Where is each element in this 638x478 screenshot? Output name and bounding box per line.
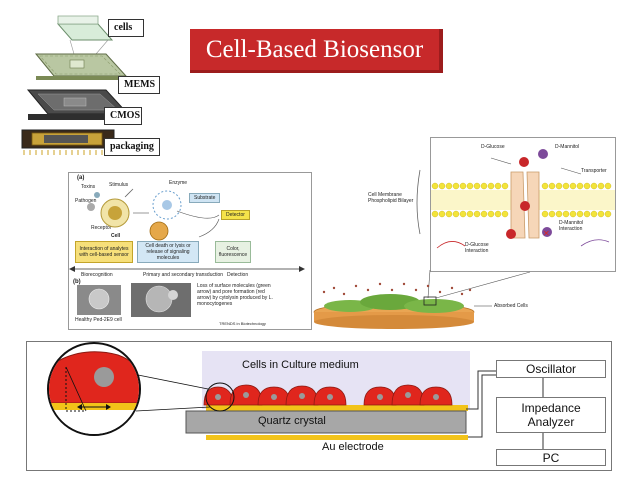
label-toxins: Toxins	[81, 184, 96, 190]
label-mems: MEMS	[118, 76, 160, 94]
wire-top	[466, 370, 496, 410]
label-enzyme: Enzyme	[169, 180, 188, 186]
title-banner: Cell-Based Biosensor	[190, 29, 443, 73]
stage-detection: Detection	[227, 272, 249, 278]
credit: TRENDS in Biotechnology	[219, 321, 266, 326]
box-interaction: Interaction of analytes with cell-based …	[75, 241, 133, 263]
label-quartz: Quartz crystal	[258, 415, 326, 427]
panel-a-tag: (a)	[77, 175, 85, 181]
panel-a-graphics	[69, 188, 305, 317]
label-cells: cells	[108, 19, 144, 37]
label-mannitol-interaction: D-Mannitol Interaction	[559, 220, 584, 232]
panel-b-tag: (b)	[73, 279, 81, 285]
label-healthy-cell: Healthy Ped-2E9 cell	[75, 317, 122, 323]
label-transporter: Transporter	[581, 168, 607, 174]
label-pathogen: Pathogen	[75, 198, 97, 204]
glucose-molecule	[519, 157, 529, 167]
impedance-label: Impedance Analyzer	[521, 401, 581, 429]
quartz-crystal	[185, 410, 467, 434]
chip-stack-illustration	[21, 15, 130, 155]
cells-layer	[56, 23, 114, 41]
label-cell: Cell	[111, 233, 121, 239]
page-title: Cell-Based Biosensor	[205, 35, 424, 63]
mannitol-molecule	[538, 149, 548, 159]
svg-text:✕: ✕	[543, 229, 550, 238]
label-packaging: packaging	[104, 138, 160, 156]
oscillator-label: Oscillator	[525, 362, 576, 376]
top-electrode	[206, 405, 468, 411]
label-substrate: Substrate	[189, 193, 221, 203]
label-membrane: Cell Membrane Phospholipid Bilayer	[368, 192, 414, 204]
stage-biorecognition: Biorecognition	[81, 272, 113, 278]
label-receptor: Receptor	[91, 225, 112, 231]
transporter-protein	[510, 171, 526, 239]
label-glucose-interaction: D-Glucose Interaction	[465, 242, 489, 254]
zoom-box	[423, 296, 437, 306]
caption-b: Loss of surface molecules (green arrow) …	[197, 283, 273, 307]
bottom-electrode	[206, 435, 468, 440]
membrane-graphics: ✕	[431, 149, 615, 249]
stage-transduction: Primary and secondary transduction	[143, 272, 224, 278]
label-stimulus: Stimulus	[109, 182, 129, 188]
membrane-inset: ✕ D-Glucose D-Mannitol Transporter D-Glu…	[430, 137, 616, 272]
qcm-graphics	[47, 342, 544, 449]
transduction-panel: (a) Toxins Stimulus Pathogen Receptor Ce…	[68, 172, 312, 330]
label-electrode: Au electrode	[322, 441, 384, 453]
box-cell-death: Cell death or lysis or release of signal…	[137, 241, 199, 263]
label-adsorbed-cells: Absorbed Cells	[494, 303, 528, 309]
adsorbed-cells-graphic	[313, 169, 531, 329]
box-color: Color, fluorescence	[215, 241, 251, 263]
label-cmos: CMOS	[104, 107, 142, 125]
pc-label: PC	[542, 450, 560, 465]
oscillator-box: Oscillator	[496, 360, 606, 378]
label-d-glucose: D-Glucose	[481, 144, 505, 150]
label-culture-medium: Cells in Culture medium	[242, 359, 359, 371]
pc-box: PC	[496, 449, 606, 466]
wire-bottom	[468, 374, 496, 438]
label-d-mannitol: D-Mannitol	[555, 144, 580, 150]
label-detector: Detector	[221, 210, 250, 220]
impedance-analyzer-box: Impedance Analyzer	[496, 397, 606, 433]
